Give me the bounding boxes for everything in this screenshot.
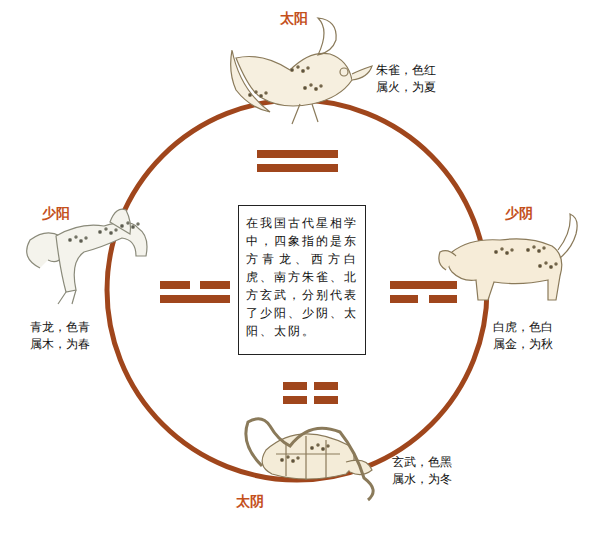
trigrams bbox=[160, 150, 457, 404]
symbol-description: 玄武，色黑 属水，为冬 bbox=[392, 454, 456, 488]
white-tiger bbox=[439, 214, 577, 300]
symbol-description: 青龙，色青 属木，为春 bbox=[30, 319, 94, 353]
phase-label: 少阴 bbox=[505, 205, 533, 223]
black-tortoise bbox=[246, 419, 373, 500]
box-text: 在我国古代星相学中，四象指的是东方青龙、西方白虎、南方朱雀、北方玄武，分别代表了… bbox=[246, 214, 358, 340]
season-circle bbox=[107, 100, 487, 480]
phase-label: 太阳 bbox=[280, 10, 308, 28]
phase-label: 太阴 bbox=[236, 493, 264, 511]
vermilion-bird bbox=[231, 18, 372, 124]
symbol-description: 朱雀，色红 属火，为夏 bbox=[376, 62, 440, 96]
text-box: 在我国古代星相学中，四象指的是东方青龙、西方白虎、南方朱雀、北方玄武，分别代表了… bbox=[238, 205, 366, 355]
symbol-description: 白虎，色白 属金，为秋 bbox=[493, 319, 557, 353]
azure-dragon bbox=[27, 209, 147, 304]
phase-label: 少阳 bbox=[42, 205, 70, 223]
